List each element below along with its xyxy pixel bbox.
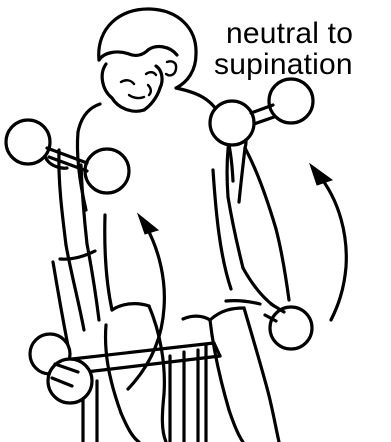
dumbbell-icon [270, 307, 312, 349]
bench-and-legs [63, 301, 279, 442]
caption-line-1: neutral to [214, 18, 391, 49]
caption-line-2: supination [214, 49, 391, 80]
dumbbell-icon [48, 359, 92, 403]
upward-arrow-icon [138, 214, 158, 234]
right-arm [227, 124, 289, 306]
dumbbell-right-lower [265, 304, 312, 349]
dumbbell-icon [210, 101, 254, 145]
dumbbell-icon [269, 79, 313, 123]
head [99, 9, 196, 111]
dumbbell-left-lower [30, 334, 92, 403]
movement-caption: neutral to supination [214, 18, 391, 80]
dumbbell-right-upper [210, 79, 313, 145]
curved-arrow-icon [310, 164, 332, 185]
dumbbell-icon [85, 149, 129, 193]
dumbbell-left-upper [6, 120, 129, 193]
right-curl-arrow [310, 164, 346, 320]
dumbbell-icon [6, 120, 50, 164]
